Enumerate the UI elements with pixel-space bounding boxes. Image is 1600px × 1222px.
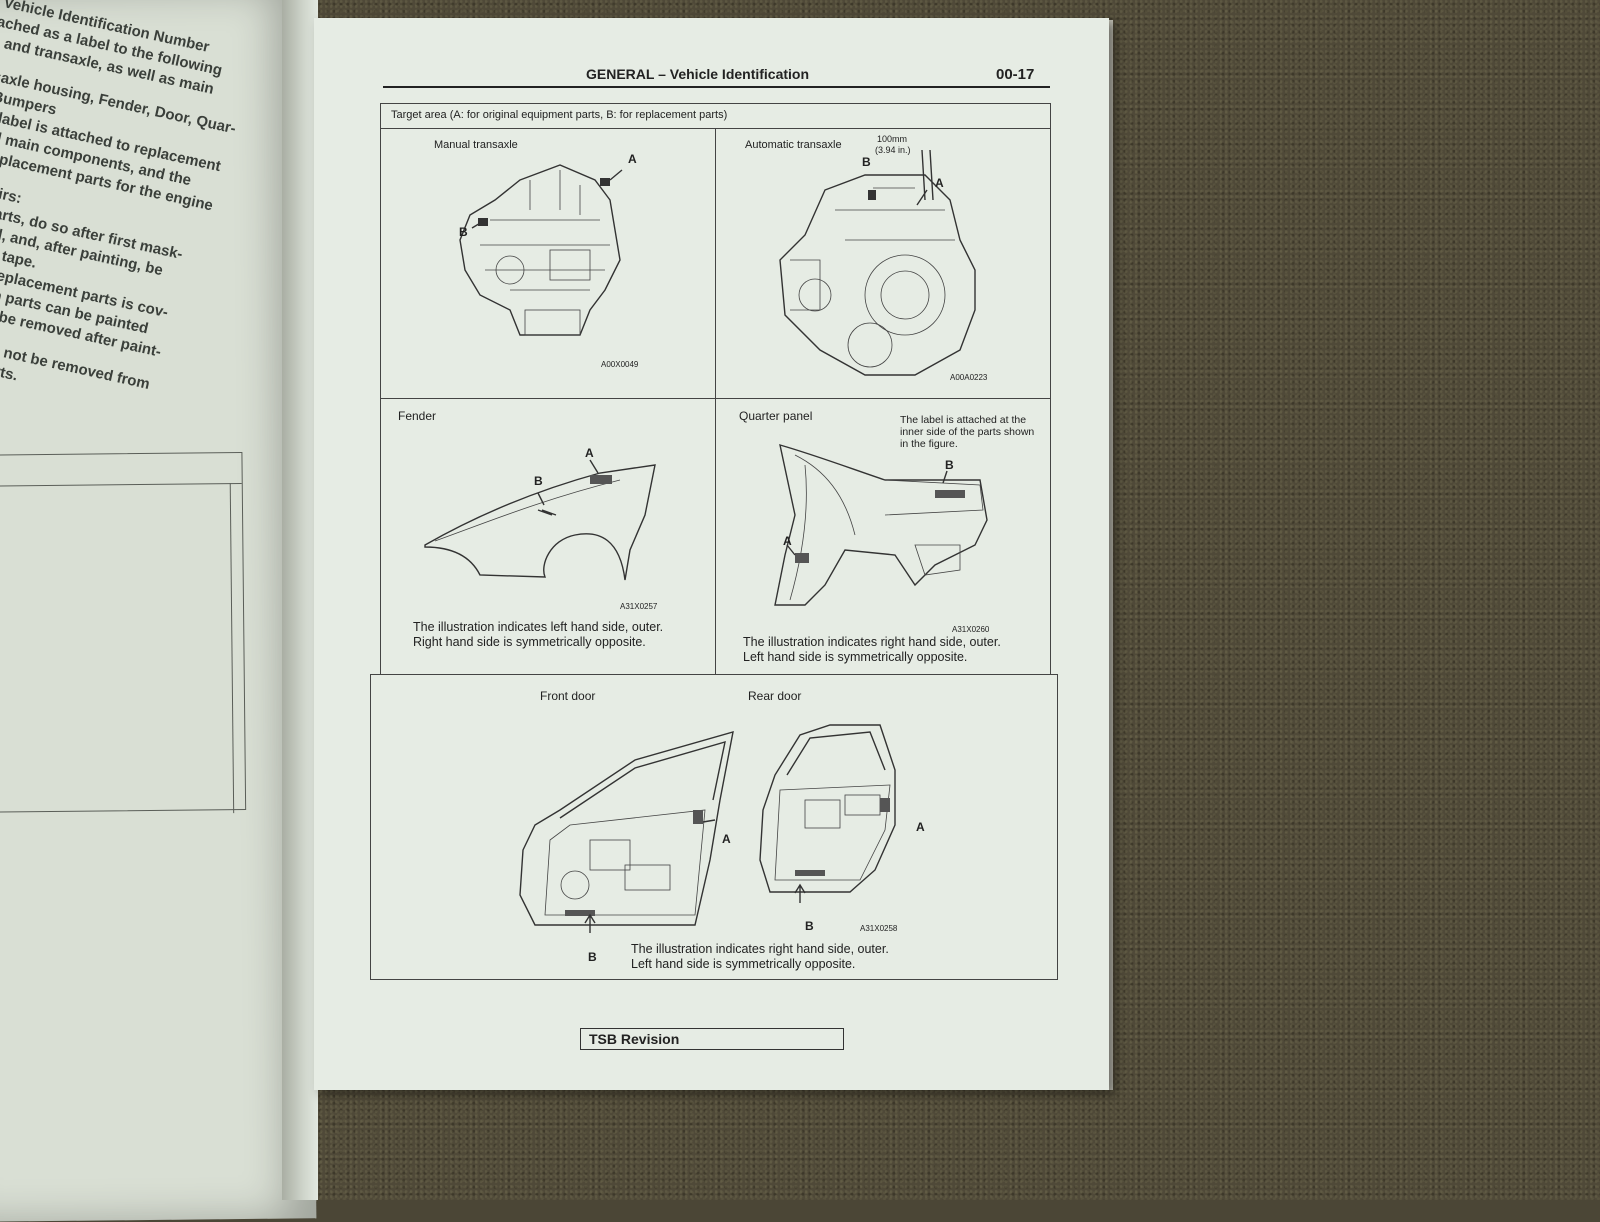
automatic-label-b: B	[862, 155, 871, 169]
manual-transaxle-illustration	[459, 164, 623, 336]
fender-illustration	[424, 459, 656, 581]
automatic-code: A00A0223	[950, 373, 988, 382]
quarter-panel-title: Quarter panel	[739, 409, 813, 423]
quarter-label-b: B	[945, 458, 954, 472]
dimension-mm: 100mm	[877, 134, 908, 144]
manual-transaxle-title: Manual transaxle	[434, 139, 518, 151]
fender-label-b: B	[534, 474, 543, 488]
quarter-panel-illustration	[774, 444, 988, 606]
quarter-label-a: A	[783, 534, 792, 548]
dimension-in: (3.94 in.)	[875, 145, 911, 155]
automatic-transaxle-title: Automatic transaxle	[745, 139, 842, 151]
header-rule	[383, 86, 1050, 88]
rear-door-label-a: A	[916, 820, 925, 834]
left-page: e Vehicle Identification Number ttached …	[0, 0, 317, 1222]
front-door-illustration	[519, 731, 734, 926]
doors-note: The illustration indicates right hand si…	[631, 942, 889, 971]
left-page-figure-box	[0, 451, 247, 816]
fender-note: The illustration indicates left hand sid…	[413, 620, 664, 649]
rear-door-label-b: B	[805, 919, 814, 933]
book-gutter	[282, 0, 318, 1200]
front-door-label-b: B	[588, 950, 597, 964]
quarter-code: A31X0260	[952, 625, 990, 634]
header-section: GENERAL – Vehicle Identification	[586, 66, 810, 82]
table-caption: Target area (A: for original equipment p…	[391, 109, 728, 121]
door-arrows	[584, 883, 806, 933]
fender-code: A31X0257	[620, 602, 658, 611]
doors-table	[370, 674, 1058, 980]
automatic-transaxle-illustration	[779, 149, 976, 376]
rear-door-illustration	[759, 724, 896, 893]
left-page-text: e Vehicle Identification Number ttached …	[0, 0, 277, 427]
rear-door-title: Rear door	[748, 689, 802, 703]
automatic-label-a: A	[935, 176, 944, 190]
quarter-label-note: The label is attached at the inner side …	[900, 414, 1035, 450]
tsb-revision-box: TSB Revision	[580, 1028, 844, 1050]
manual-label-b: B	[459, 225, 468, 239]
front-door-label-a: A	[722, 832, 731, 846]
manual-label-a: A	[628, 152, 637, 166]
manual-code: A00X0049	[601, 360, 639, 369]
fender-label-a: A	[585, 446, 594, 460]
page-number: 00-17	[996, 66, 1035, 83]
doors-code: A31X0258	[860, 924, 898, 933]
quarter-note: The illustration indicates right hand si…	[743, 635, 1001, 664]
right-page	[314, 18, 1109, 1090]
fender-title: Fender	[398, 409, 437, 423]
front-door-title: Front door	[540, 689, 596, 703]
page-edge	[1108, 20, 1113, 1090]
